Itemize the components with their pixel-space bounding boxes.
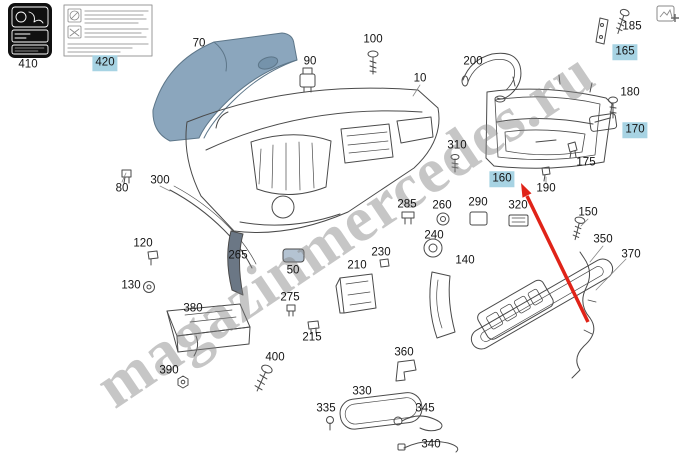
airbag-module-380-drawing: [166, 303, 251, 357]
part-label-165[interactable]: 165: [612, 44, 638, 60]
part-label-200[interactable]: 200: [463, 55, 483, 68]
part-label-10[interactable]: 10: [413, 72, 427, 85]
part-label-210[interactable]: 210: [347, 259, 367, 272]
part-label-175[interactable]: 175: [576, 156, 596, 169]
seal-300-drawing: [169, 185, 257, 269]
part-label-345[interactable]: 345: [415, 402, 435, 415]
tweeter-240-drawing: [423, 238, 443, 258]
part-label-390[interactable]: 390: [159, 364, 179, 377]
screw-310-drawing: [450, 154, 460, 173]
part-label-410[interactable]: 410: [18, 58, 38, 71]
part-label-330[interactable]: 330: [352, 385, 372, 398]
part-label-100[interactable]: 100: [363, 33, 383, 46]
leader-lines: [121, 84, 627, 291]
part-label-400[interactable]: 400: [265, 351, 285, 364]
part-label-240[interactable]: 240: [424, 229, 444, 242]
bolt-400-drawing: [254, 364, 273, 392]
part-label-50[interactable]: 50: [286, 264, 300, 277]
part-label-185[interactable]: 185: [622, 20, 642, 33]
part-label-120[interactable]: 120: [133, 237, 153, 250]
clip-120-drawing: [147, 250, 159, 266]
grommet-260-drawing: [436, 212, 450, 226]
part-label-350[interactable]: 350: [593, 233, 613, 246]
part-label-320[interactable]: 320: [508, 199, 528, 212]
part-label-290[interactable]: 290: [468, 196, 488, 209]
screw-180-drawing: [608, 96, 618, 119]
glovebox-assembly-drawing: [485, 74, 613, 169]
part-label-70[interactable]: 70: [192, 37, 206, 50]
part-label-260[interactable]: 260: [432, 199, 452, 212]
part-label-340[interactable]: 340: [421, 438, 441, 451]
screw-335-drawing: [326, 416, 334, 431]
part-label-370[interactable]: 370: [621, 248, 641, 261]
part-label-170[interactable]: 170: [622, 122, 648, 138]
screw-100-drawing: [367, 50, 379, 75]
part-label-360[interactable]: 360: [394, 346, 414, 359]
warning-label-410-drawing: [8, 3, 52, 58]
part-label-380[interactable]: 380: [183, 302, 203, 315]
part-label-150[interactable]: 150: [578, 206, 598, 219]
add-image-icon[interactable]: [656, 5, 679, 22]
part-label-190[interactable]: 190: [536, 182, 556, 195]
clip-80-drawing: [121, 169, 132, 184]
part-label-310[interactable]: 310: [447, 139, 467, 152]
wire-340-drawing: [397, 440, 459, 453]
lamp-170-drawing: [589, 113, 618, 132]
bracket-210-drawing: [335, 273, 377, 314]
clip-230-drawing: [379, 258, 390, 268]
part-label-160[interactable]: 160: [489, 171, 515, 187]
part-label-275[interactable]: 275: [280, 291, 300, 304]
pad-290-drawing: [469, 211, 488, 226]
clip-175-drawing: [567, 141, 578, 159]
instrument-panel-drawing: [185, 87, 440, 233]
part-label-80[interactable]: 80: [115, 182, 129, 195]
pillar-trim-265-drawing: [227, 230, 244, 296]
screw-185-drawing: [616, 8, 630, 35]
part-label-180[interactable]: 180: [620, 86, 640, 99]
part-label-300[interactable]: 300: [150, 174, 170, 187]
part-label-420[interactable]: 420: [92, 55, 118, 71]
side-panel-140-drawing: [429, 271, 456, 339]
clip-275-drawing: [286, 304, 296, 317]
strap-165-drawing: [595, 17, 609, 45]
pad-320-drawing: [508, 214, 529, 227]
warning-label-420-drawing: [63, 4, 153, 57]
part-label-230[interactable]: 230: [371, 246, 391, 259]
part-label-285[interactable]: 285: [397, 198, 417, 211]
pointer-arrow: [521, 183, 590, 323]
clip-215-drawing: [307, 320, 320, 335]
part-label-130[interactable]: 130: [121, 279, 141, 292]
nut-390-drawing: [177, 375, 189, 389]
mat-330-drawing: [339, 392, 423, 430]
pad-50-drawing: [282, 248, 305, 263]
harness-370-drawing: [571, 251, 597, 379]
switch-panel-drawing: [477, 279, 554, 340]
bracket-90-drawing: [299, 67, 316, 93]
screw-150-drawing: [572, 216, 586, 241]
part-label-215[interactable]: 215: [302, 331, 322, 344]
lower-trim-350-drawing: [470, 258, 614, 350]
bracket-360-drawing: [395, 359, 417, 382]
wire-345-drawing: [393, 415, 443, 432]
clip-285-drawing: [401, 211, 415, 225]
part-label-140[interactable]: 140: [455, 254, 475, 267]
part-label-335[interactable]: 335: [316, 402, 336, 415]
clip-190-drawing: [541, 166, 551, 182]
part-label-265[interactable]: 265: [228, 249, 248, 262]
part-label-90[interactable]: 90: [303, 55, 317, 68]
dash-top-cover-drawing: [152, 32, 298, 142]
grommet-130-drawing: [143, 281, 155, 293]
